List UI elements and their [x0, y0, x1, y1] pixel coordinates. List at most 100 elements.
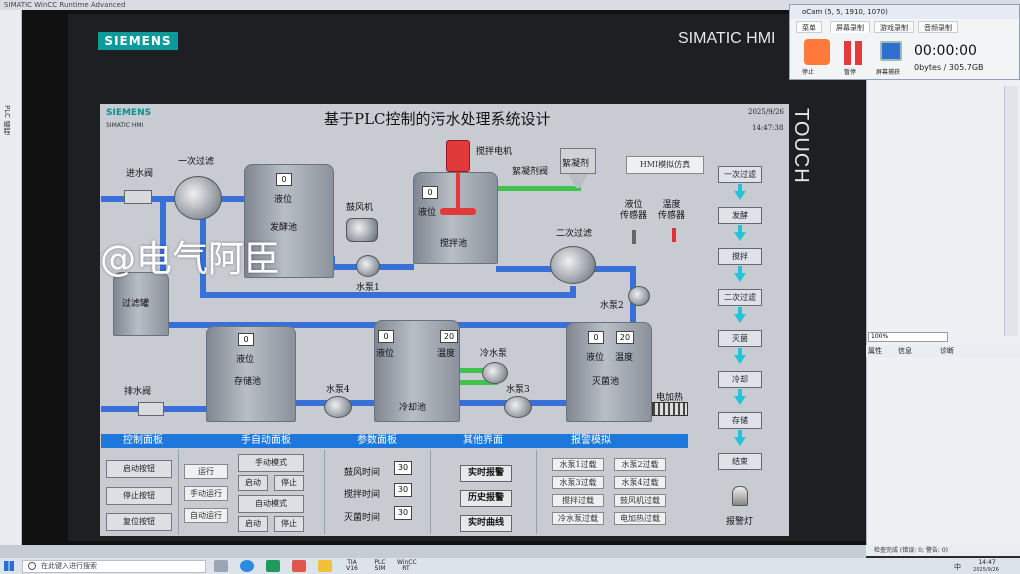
flow-arrow-icon	[734, 355, 746, 364]
alarm-light-icon	[732, 486, 748, 506]
tab-info[interactable]: 信息	[898, 347, 912, 355]
edge-icon[interactable]	[240, 560, 254, 572]
flow-arrow-stem	[738, 430, 742, 437]
alarm-cool-pump-button[interactable]: 冷水泵过载	[552, 512, 604, 525]
ime-indicator[interactable]: 中	[954, 563, 961, 571]
alarm-mixer-button[interactable]: 搅拌过载	[552, 494, 604, 507]
cool-pipe-b	[458, 380, 498, 385]
taskbar-search[interactable]: 在此键入进行搜索	[22, 560, 206, 573]
agitator-motor-label: 搅拌电机	[476, 147, 513, 157]
pump1-icon[interactable]	[356, 255, 380, 277]
inlet-valve-icon[interactable]	[124, 190, 152, 204]
auto-start-button[interactable]: 启动	[238, 516, 268, 532]
clock-date[interactable]: 2025/9/26	[973, 567, 999, 573]
cool-pump-icon[interactable]	[482, 362, 508, 384]
screen-capture-icon[interactable]	[880, 41, 902, 61]
cool-temp-value: 20	[440, 330, 458, 343]
first-filter-icon[interactable]	[174, 176, 222, 220]
cool-level-label: 液位	[376, 349, 395, 359]
hmi-sim-button[interactable]: HMI模拟仿真	[626, 156, 704, 174]
stop-button[interactable]: 停止按钮	[106, 487, 172, 505]
pipe-v2	[200, 196, 206, 296]
panel-header-mode: 手自动面板	[241, 435, 291, 446]
window-titlebar: SIMATIC WinCC Runtime Advanced	[0, 0, 1020, 10]
stop-record-icon[interactable]	[804, 39, 830, 65]
flow-step: 结束	[718, 453, 762, 470]
alarm-pump3-button[interactable]: 水泵3过载	[552, 476, 604, 489]
left-sidebar[interactable]: PLC 编程	[0, 10, 22, 550]
first-filter-label: 一次过滤	[178, 157, 215, 167]
alarm-heater-button[interactable]: 电加热过载	[614, 512, 666, 525]
manual-start-button[interactable]: 启动	[238, 475, 268, 491]
mix-time-input[interactable]: 30	[394, 483, 412, 497]
blow-time-input[interactable]: 30	[394, 461, 412, 475]
alarm-pump4-button[interactable]: 水泵4过载	[614, 476, 666, 489]
pump2-icon[interactable]	[628, 286, 650, 306]
realtime-alarm-button[interactable]: 实时报警	[460, 465, 512, 482]
status-bar: 检查完成 (错误: 0; 警告: 0)	[866, 545, 1020, 556]
start-icon[interactable]	[4, 561, 14, 571]
pump1-label: 水泵1	[356, 283, 380, 293]
manual-stop-button[interactable]: 停止	[274, 475, 304, 491]
pump3-label: 水泵3	[506, 385, 530, 395]
sterilize-time-input[interactable]: 30	[394, 506, 412, 520]
cool-temp-label: 温度	[437, 349, 456, 359]
level-sensor-icon	[632, 230, 636, 244]
start-button[interactable]: 启动按钮	[106, 460, 172, 478]
manual-mode-button[interactable]: 手动模式	[238, 454, 304, 472]
temp-sensor-label: 温度 传感器	[658, 200, 686, 221]
history-alarm-button[interactable]: 历史报警	[460, 490, 512, 507]
record-timer: 00:00:00	[914, 43, 977, 59]
sterilize-temp-label: 温度	[615, 353, 634, 363]
alarm-pump1-button[interactable]: 水泵1过载	[552, 458, 604, 471]
pause-icon[interactable]	[844, 41, 862, 65]
reset-button[interactable]: 复位按钮	[106, 513, 172, 531]
auto-mode-button[interactable]: 自动模式	[238, 495, 304, 513]
flocculant-valve-label: 絮凝剂阀	[512, 167, 549, 177]
drain-valve-icon[interactable]	[138, 402, 164, 416]
folder-icon[interactable]	[318, 560, 332, 572]
ocam-tab-menu[interactable]: 菜单	[796, 21, 822, 33]
taskbar-app-wincc[interactable]: WinCC RT	[397, 559, 417, 572]
auto-stop-button[interactable]: 停止	[274, 516, 304, 532]
taskbar-app-tia[interactable]: TIA V16	[346, 559, 358, 572]
flow-step: 一次过滤	[718, 166, 762, 183]
pipe-h-mid	[168, 322, 578, 328]
pump4-icon[interactable]	[324, 396, 352, 418]
app-icon[interactable]	[266, 560, 280, 572]
search-icon	[28, 562, 36, 570]
panel-header-control: 控制面板	[123, 435, 163, 446]
ocam-tab-game[interactable]: 游戏录制	[874, 21, 914, 33]
flow-arrow-stem	[738, 348, 742, 355]
screen-time: 14:47:38	[752, 124, 784, 132]
panel-header-other: 其他界面	[463, 435, 503, 446]
ocam-tab-screen[interactable]: 屏幕录制	[830, 21, 870, 33]
panel-separator	[324, 450, 325, 534]
alarm-blower-button[interactable]: 鼓风机过载	[614, 494, 666, 507]
flow-arrow-stem	[738, 225, 742, 232]
inspector-tabs: 属性 信息 诊断	[866, 345, 1020, 357]
panel-header-bar: 控制面板 手自动面板 参数面板 其他界面 报警模拟	[101, 434, 688, 448]
tab-diagnostics[interactable]: 诊断	[940, 347, 954, 355]
tab-properties[interactable]: 属性	[868, 347, 882, 355]
screen-model: SIMATIC HMI	[106, 122, 144, 129]
realtime-trend-button[interactable]: 实时曲线	[460, 515, 512, 532]
alarm-pump2-button[interactable]: 水泵2过载	[614, 458, 666, 471]
agitator-motor-icon[interactable]	[446, 140, 470, 172]
cool-level-value: 0	[378, 330, 394, 343]
clock-time[interactable]: 14:47	[978, 559, 996, 566]
blower-label: 鼓风机	[346, 203, 374, 213]
second-filter-icon[interactable]	[550, 246, 596, 284]
inlet-valve-label: 进水阀	[126, 169, 154, 179]
run-indicator: 运行	[184, 464, 228, 479]
blower-icon[interactable]	[346, 218, 378, 242]
ocam-tab-audio[interactable]: 音频录制	[918, 21, 958, 33]
task-view-icon[interactable]	[214, 560, 228, 572]
right-scrollbar[interactable]	[1004, 86, 1018, 336]
taskbar-app-plcsim[interactable]: PLC SIM	[374, 559, 386, 572]
flow-arrow-icon	[734, 191, 746, 200]
zoom-select[interactable]: 100%	[868, 332, 948, 342]
app-icon[interactable]	[292, 560, 306, 572]
flow-step: 存储	[718, 412, 762, 429]
pump3-icon[interactable]	[504, 396, 532, 418]
